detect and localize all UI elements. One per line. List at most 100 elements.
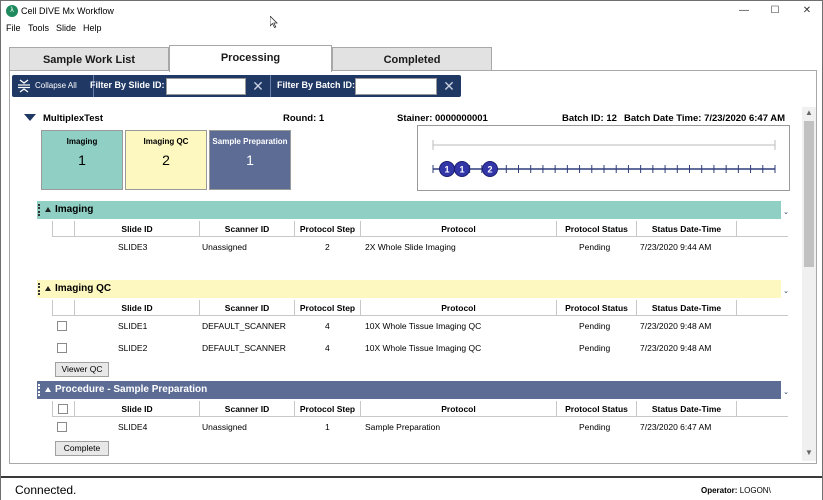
cell-protocol-step: 1 — [325, 422, 330, 432]
section-imaging-qc-header[interactable]: Imaging QC ⌄ — [37, 280, 789, 298]
collapse-all-label: Collapse All — [35, 81, 77, 90]
clear-batch-filter-icon[interactable]: ✕ — [443, 78, 455, 94]
tab-completed[interactable]: Completed — [332, 47, 492, 71]
header-status-datetime[interactable]: Status Date-Time — [636, 401, 736, 417]
section-sample-prep-header[interactable]: Procedure - Sample Preparation ⌄ — [37, 381, 789, 399]
tile-sample-preparation[interactable]: Sample Preparation 1 — [209, 130, 291, 190]
complete-button[interactable]: Complete — [55, 441, 109, 456]
collapse-arrow-icon[interactable] — [24, 114, 36, 121]
header-status-datetime[interactable]: Status Date-Time — [636, 300, 736, 316]
timeline-marker[interactable]: 2 — [482, 161, 498, 177]
cell-slide-id: SLIDE2 — [118, 343, 148, 353]
drag-grip-icon[interactable] — [38, 204, 40, 216]
tile-imaging[interactable]: Imaging 1 — [41, 130, 123, 190]
section-caret-icon[interactable] — [45, 207, 51, 212]
cell-protocol: 10X Whole Tissue Imaging QC — [365, 321, 482, 331]
maximize-button[interactable]: ☐ — [770, 5, 780, 16]
header-slide-id[interactable]: Slide ID — [74, 401, 199, 417]
row-checkbox[interactable] — [57, 422, 67, 432]
imaging-grid: Slide ID Scanner ID Protocol Step Protoc… — [52, 221, 788, 261]
header-slide-id[interactable]: Slide ID — [74, 300, 199, 316]
menu-bar: File Tools Slide Help — [1, 21, 822, 35]
menu-help[interactable]: Help — [83, 23, 102, 33]
expand-chevron-icon[interactable]: ⌄ — [783, 209, 789, 216]
table-row[interactable]: SLIDE3 Unassigned 2 2X Whole Slide Imagi… — [52, 237, 788, 258]
cell-protocol: 2X Whole Slide Imaging — [365, 242, 456, 252]
header-protocol-step[interactable]: Protocol Step — [294, 300, 360, 316]
header-status-datetime[interactable]: Status Date-Time — [636, 221, 736, 237]
cell-slide-id: SLIDE3 — [118, 242, 148, 252]
row-checkbox[interactable] — [57, 321, 67, 331]
viewer-qc-button[interactable]: Viewer QC — [55, 362, 109, 377]
filter-slide-id-input[interactable] — [166, 78, 246, 95]
table-row[interactable]: SLIDE2 DEFAULT_SCANNER 4 10X Whole Tissu… — [52, 338, 788, 359]
minimize-button[interactable]: — — [739, 5, 749, 16]
cell-protocol: Sample Preparation — [365, 422, 441, 432]
svg-text:1: 1 — [444, 165, 449, 175]
header-protocol-status[interactable]: Protocol Status — [556, 401, 636, 417]
clear-slide-filter-icon[interactable]: ✕ — [252, 78, 264, 94]
header-protocol-step[interactable]: Protocol Step — [294, 221, 360, 237]
section-imaging-header[interactable]: Imaging ⌄ — [37, 201, 789, 219]
tile-label: Sample Preparation — [212, 137, 288, 146]
menu-tools[interactable]: Tools — [28, 23, 50, 33]
experiment-round: Round: 1 — [283, 113, 325, 124]
table-row[interactable]: SLIDE1 DEFAULT_SCANNER 4 10X Whole Tissu… — [52, 316, 788, 337]
collapse-all-button[interactable]: Collapse All — [14, 77, 91, 95]
header-protocol[interactable]: Protocol — [360, 300, 556, 316]
header-scanner-id[interactable]: Scanner ID — [199, 300, 294, 316]
expand-chevron-icon[interactable]: ⌄ — [783, 389, 789, 396]
status-bar: Connected. Operator: LOGON\ — [1, 476, 822, 500]
experiment-stainer: Stainer: 0000000001 — [397, 113, 488, 124]
section-caret-icon[interactable] — [45, 387, 51, 392]
tab-sample-work-list[interactable]: Sample Work List — [9, 47, 169, 71]
tile-imaging-qc[interactable]: Imaging QC 2 — [125, 130, 207, 190]
filter-batch-id-input[interactable] — [355, 78, 437, 95]
timeline-marker[interactable]: 1 — [439, 161, 455, 177]
scroll-down-icon[interactable]: ▼ — [805, 448, 813, 457]
section-title: Procedure - Sample Preparation — [55, 384, 208, 395]
drag-grip-icon[interactable] — [38, 283, 40, 295]
grid-header: Slide ID Scanner ID Protocol Step Protoc… — [52, 300, 788, 316]
filter-batch-label: Filter By Batch ID: — [277, 80, 356, 90]
expand-chevron-icon[interactable]: ⌄ — [783, 288, 789, 295]
header-spacer — [736, 300, 788, 316]
menu-slide[interactable]: Slide — [56, 23, 77, 33]
tile-count: 2 — [162, 152, 170, 168]
header-slide-id[interactable]: Slide ID — [74, 221, 199, 237]
tile-count: 1 — [246, 152, 254, 168]
select-all-checkbox[interactable] — [58, 404, 68, 414]
drag-grip-icon[interactable] — [38, 384, 40, 396]
row-checkbox[interactable] — [57, 343, 67, 353]
table-row[interactable]: SLIDE4 Unassigned 1 Sample Preparation P… — [52, 417, 788, 438]
cell-scanner-id: Unassigned — [202, 422, 247, 432]
header-protocol[interactable]: Protocol — [360, 221, 556, 237]
operator-label: Operator: — [701, 486, 738, 495]
menu-file[interactable]: File — [6, 23, 21, 33]
svg-text:2: 2 — [487, 165, 492, 175]
header-spacer — [736, 401, 788, 417]
cell-slide-id: SLIDE4 — [118, 422, 148, 432]
section-title: Imaging — [55, 204, 94, 215]
header-protocol[interactable]: Protocol — [360, 401, 556, 417]
scroll-up-icon[interactable]: ▲ — [805, 108, 813, 117]
operator-info: Operator: LOGON\ — [701, 486, 771, 495]
vertical-scrollbar[interactable]: ▲ ▼ — [802, 107, 816, 461]
header-scanner-id[interactable]: Scanner ID — [199, 221, 294, 237]
timeline-marker[interactable]: 1 — [454, 161, 470, 177]
header-select — [52, 300, 74, 316]
header-protocol-step[interactable]: Protocol Step — [294, 401, 360, 417]
header-scanner-id[interactable]: Scanner ID — [199, 401, 294, 417]
tab-processing[interactable]: Processing — [169, 45, 332, 72]
tile-count: 1 — [78, 152, 86, 168]
header-protocol-status[interactable]: Protocol Status — [556, 221, 636, 237]
section-title: Imaging QC — [55, 283, 112, 294]
close-button[interactable]: ✕ — [802, 5, 812, 16]
header-protocol-status[interactable]: Protocol Status — [556, 300, 636, 316]
experiment-header[interactable]: MultiplexTest Round: 1 Stainer: 00000000… — [21, 112, 796, 126]
filter-slide-label: Filter By Slide ID: — [90, 80, 165, 90]
section-caret-icon[interactable] — [45, 286, 51, 291]
cell-datetime: 7/23/2020 9:44 AM — [640, 242, 712, 252]
scroll-thumb[interactable] — [804, 121, 814, 267]
tile-label: Imaging QC — [143, 137, 189, 146]
